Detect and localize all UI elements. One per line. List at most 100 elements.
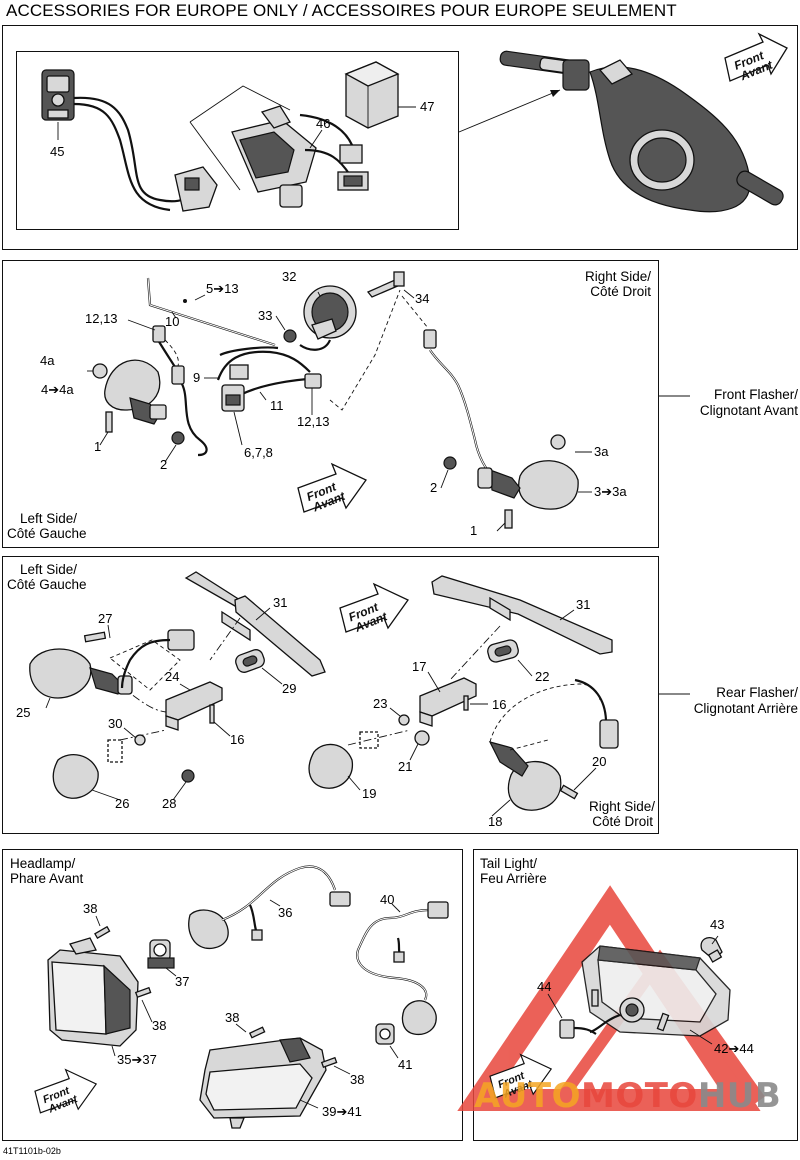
callout-4a: 4a (40, 353, 55, 368)
callout-25: 25 (16, 705, 31, 720)
section-tail-light-frame (473, 849, 798, 1141)
tail-lamp-socket-part (559, 997, 645, 1039)
callout-34: 34 (415, 291, 430, 306)
callout-21: 21 (398, 759, 413, 774)
rear-left-plate-24-part (165, 681, 223, 731)
switch-45-part (41, 69, 75, 121)
callout-20: 20 (592, 754, 607, 769)
callout-23: 23 (373, 696, 388, 711)
front-right-flasher-part (477, 460, 579, 510)
page-title: ACCESSORIES FOR EUROPE ONLY / ACCESSOIRE… (6, 1, 677, 20)
rear-flasher-section-label-fr: Clignotant Arrière (693, 701, 798, 716)
callout-10: 10 (165, 314, 180, 329)
callout-41: 41 (398, 1057, 413, 1072)
callout-30: 30 (108, 716, 123, 731)
callout-47: 47 (420, 99, 435, 114)
front-arrow-icon-2: Front Avant (297, 462, 367, 515)
headlamp-illustration: Front Avant (34, 865, 449, 1129)
callout-28: 28 (162, 796, 177, 811)
callout-26: 26 (115, 796, 130, 811)
front-left-side-label-fr: Côté Gauche (7, 526, 87, 541)
callout-37: 37 (175, 974, 190, 989)
callout-4-4a: 4➔4a (41, 382, 74, 397)
callout-31-left: 31 (273, 595, 288, 610)
callout-16-left: 16 (230, 732, 245, 747)
callout-3-3a: 3➔3a (594, 484, 627, 499)
front-flasher-section-label: Front Flasher/ (713, 387, 798, 402)
callout-45: 45 (50, 144, 65, 159)
front-right-side-label: Right Side/ (584, 269, 651, 284)
callout-36: 36 (278, 905, 293, 920)
callout-17: 17 (412, 659, 427, 674)
callout-29: 29 (282, 681, 297, 696)
callout-16-right: 16 (492, 697, 507, 712)
bulb-41-part (375, 1023, 395, 1045)
headlamp-label: Headlamp/ (10, 856, 76, 871)
front-right-side-label-fr: Côté Droit (590, 284, 651, 299)
callout-11: 11 (270, 398, 284, 413)
rear-left-side-label-fr: Côté Gauche (7, 577, 87, 592)
headlamp-35-part (47, 937, 139, 1047)
front-left-side-label: Left Side/ (20, 511, 78, 526)
handlebar-assembly-part (499, 50, 784, 213)
callout-38-bottom: 38 (350, 1072, 365, 1087)
rear-right-plate-17-part (419, 677, 477, 727)
front-flasher-section-label-fr: Clignotant Avant (699, 403, 798, 418)
watermark-part-1: AUTO (474, 1076, 581, 1116)
rear-left-side-label: Left Side/ (20, 562, 78, 577)
callout-33: 33 (258, 308, 273, 323)
relay-47-part (344, 61, 400, 129)
headlamp-label-fr: Phare Avant (10, 871, 84, 886)
relay-connector-part (337, 144, 369, 191)
rear-right-flasher-part (488, 741, 562, 811)
callout-18: 18 (488, 814, 503, 829)
rear-right-bracket-part (431, 575, 613, 655)
callout-32: 32 (282, 269, 297, 284)
callout-38-mid-center: 38 (225, 1010, 240, 1025)
section-front-flasher-frame (2, 260, 659, 548)
rear-left-grommet-29-part (235, 649, 265, 673)
callout-2-right: 2 (430, 480, 438, 495)
callout-38-mid-left: 38 (152, 1018, 167, 1033)
tail-harness-40-part (356, 901, 449, 1001)
callout-12-13-bottom: 12,13 (297, 414, 330, 429)
rear-left-flasher-part (29, 648, 133, 699)
callout-5-13: 5➔13 (206, 281, 239, 296)
watermark-part-3: HUB (697, 1076, 782, 1116)
callout-1-left: 1 (94, 439, 102, 454)
bulb-43-part (700, 936, 723, 963)
connector-45-part (174, 166, 218, 212)
watermark-text: AUTOMOTOHUB (474, 1076, 781, 1116)
callout-44: 44 (537, 979, 552, 994)
rear-right-side-label-fr: Côté Droit (592, 814, 653, 829)
callout-6-7-8: 6,7,8 (244, 445, 273, 460)
accessories-leaders (57, 106, 416, 149)
rear-flasher-illustration: Front Avant (29, 571, 690, 817)
rear-left-bracket-part (184, 571, 326, 677)
tail-light-label: Tail Light/ (480, 856, 538, 871)
callout-2-left: 2 (160, 457, 168, 472)
callout-31-right: 31 (576, 597, 591, 612)
bulb-37-part (147, 939, 175, 969)
callout-46: 46 (316, 116, 331, 131)
section-accessories-frame (2, 25, 798, 250)
callout-38-top-left: 38 (83, 901, 98, 916)
headlamp-harness-part (188, 865, 351, 950)
callout-43: 43 (710, 917, 725, 932)
tail-light-label-fr: Feu Arrière (480, 871, 547, 886)
callout-9: 9 (193, 370, 201, 385)
callout-27: 27 (98, 611, 113, 626)
callout-12-13-top: 12,13 (85, 311, 118, 326)
callout-24: 24 (165, 669, 180, 684)
callout-19: 19 (362, 786, 377, 801)
callout-22: 22 (535, 669, 550, 684)
rear-right-grommet-22-part (487, 639, 519, 663)
section-headlamp-frame (2, 849, 463, 1141)
front-harness-part (216, 346, 322, 412)
watermark-part-2: MOTO (580, 1076, 698, 1116)
inset-kit-frame (16, 51, 459, 230)
rear-flasher-section-label: Rear Flasher/ (716, 685, 798, 700)
callout-39-41: 39➔41 (322, 1104, 362, 1119)
section-rear-flasher-frame (2, 556, 659, 834)
headlamp-39-part (199, 1037, 327, 1129)
